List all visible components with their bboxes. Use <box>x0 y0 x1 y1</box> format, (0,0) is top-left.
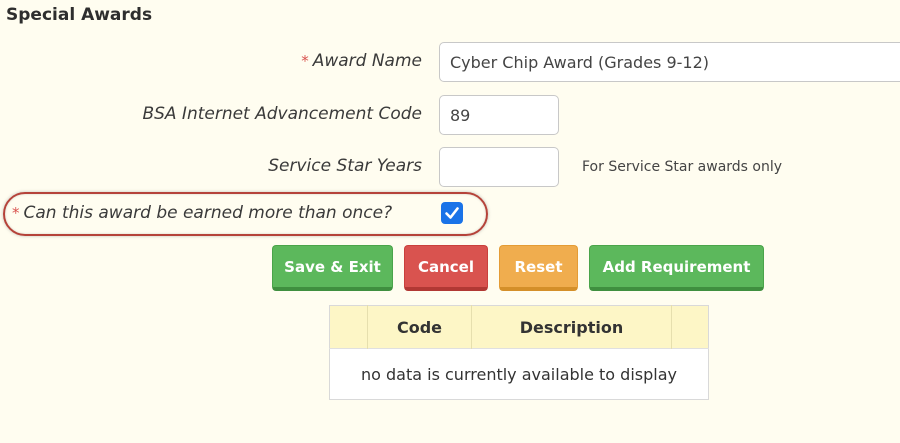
required-asterisk: * <box>301 52 309 70</box>
save-exit-button[interactable]: Save & Exit <box>272 245 393 291</box>
bsa-code-row: BSA Internet Advancement Code <box>0 95 900 135</box>
award-name-label: *Award Name <box>301 51 422 71</box>
service-star-hint: For Service Star awards only <box>582 159 783 175</box>
highlight-oval <box>3 192 488 236</box>
award-name-input[interactable] <box>439 42 900 82</box>
actions-column-header <box>671 305 709 349</box>
earned-more-than-once-checkbox[interactable] <box>441 202 463 224</box>
description-column-header[interactable]: Description <box>471 305 672 349</box>
code-column-header[interactable]: Code <box>367 305 472 349</box>
add-requirement-button[interactable]: Add Requirement <box>589 245 764 291</box>
bsa-code-label: BSA Internet Advancement Code <box>142 104 422 124</box>
award-name-row: *Award Name <box>0 42 900 82</box>
table-row: no data is currently available to displa… <box>329 348 709 400</box>
service-star-label: Service Star Years <box>268 156 422 176</box>
page-title: Special Awards <box>6 5 153 25</box>
earned-more-than-once-label: *Can this award be earned more than once… <box>12 203 393 223</box>
bsa-code-input[interactable] <box>439 95 559 135</box>
table-header-row: Code Description <box>329 305 709 349</box>
cancel-button[interactable]: Cancel <box>404 245 488 291</box>
reset-button[interactable]: Reset <box>499 245 578 291</box>
select-column-header <box>329 305 368 349</box>
empty-message: no data is currently available to displa… <box>329 348 709 400</box>
service-star-input[interactable] <box>439 147 559 187</box>
checkmark-icon <box>445 207 459 219</box>
required-asterisk: * <box>12 204 20 222</box>
requirements-table: Code Description no data is currently av… <box>329 305 709 400</box>
service-star-row: Service Star Years For Service Star awar… <box>0 147 900 187</box>
